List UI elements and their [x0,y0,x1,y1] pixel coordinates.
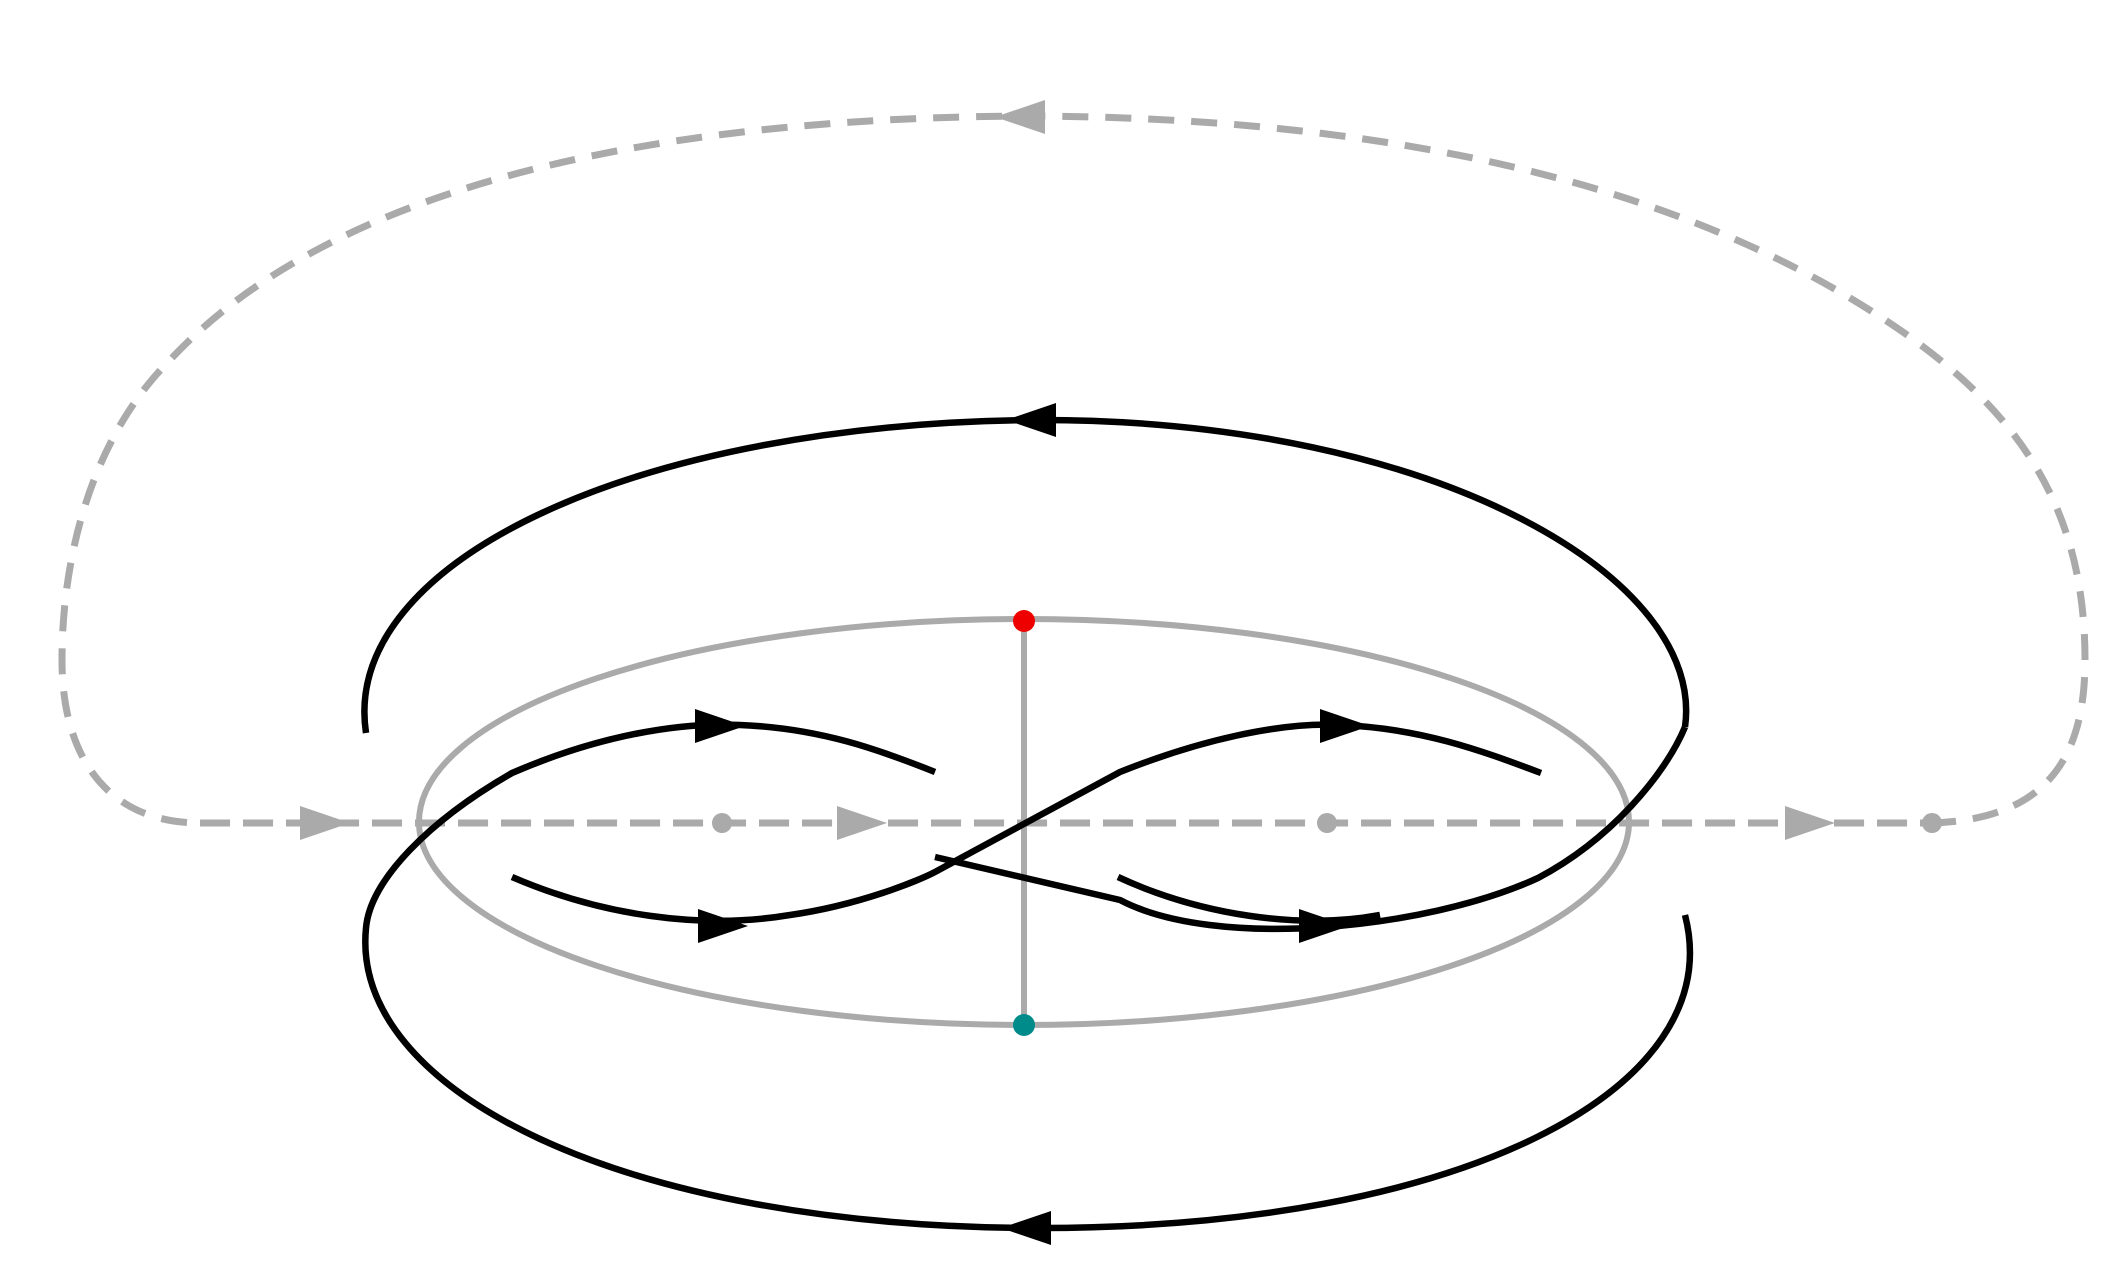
axis-point-right [1922,813,1942,833]
dashed-arrow-right [1785,806,1835,840]
bottom-point-teal [1013,1014,1035,1036]
arrow-left-upper [695,709,745,743]
top-point-red [1013,610,1035,632]
gray-axis-points [712,813,1942,833]
black-arrowheads [695,403,1370,1245]
dashed-arrow-top [995,100,1045,134]
black-right-return [934,725,1688,933]
black-right-lower-lobe [1116,874,1381,924]
axis-point-left [712,813,732,833]
highlight-points [1013,610,1035,1036]
dashed-arrow-left [300,806,350,840]
axis-point-center-right [1317,813,1337,833]
arrow-right-upper [1320,709,1370,743]
arrow-bottom [1001,1211,1051,1245]
gray-arrowheads [300,100,1835,840]
dashed-arrow-center [837,806,887,840]
black-bottom-arc [362,721,1694,1232]
arrow-left-lower [698,909,748,943]
arrow-top [1006,403,1056,437]
black-figure-eight [510,721,1543,924]
arrow-right-lower [1299,909,1349,943]
